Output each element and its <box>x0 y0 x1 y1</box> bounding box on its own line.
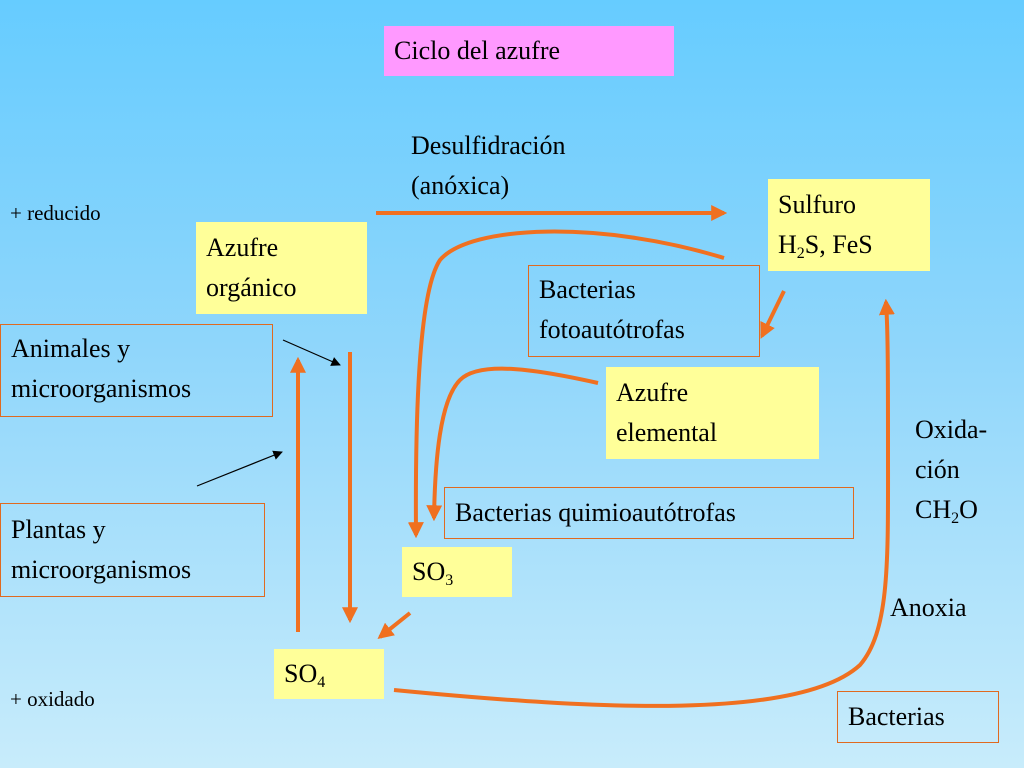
organism-bacteria: Bacterias <box>837 691 999 743</box>
axis-label-reduced: + reducido <box>10 201 101 225</box>
label-desulfidation: Desulfidración (anóxica) <box>411 131 566 200</box>
arrow-sulfide-to-so3 <box>407 229 725 539</box>
arrow-so4-to-sulfide <box>393 298 895 708</box>
organism-chemoautotrophs: Bacterias quimioautótrofas <box>444 487 854 539</box>
arrow-sulfide-to-elemental <box>760 290 786 339</box>
sulfide-formula: H2S, FeS <box>778 230 873 262</box>
label-oxidation: Oxida- ción CH2O <box>915 415 988 527</box>
organism-plants: Plantas y microorganismos <box>0 503 265 597</box>
arrow-plants-to-organic <box>196 450 283 487</box>
arrow-animals-to-organic <box>282 339 341 366</box>
axis-label-oxidized: + oxidado <box>10 687 95 711</box>
node-so4: SO4 <box>274 649 384 699</box>
node-organic-sulfur: Azufre orgánico <box>196 222 367 314</box>
organism-photoautotrophs: Bacterias fotoautótrofas <box>528 265 760 357</box>
node-so3: SO3 <box>402 547 512 597</box>
node-elemental-sulfur: Azufre elemental <box>606 367 819 459</box>
organism-animals: Animales y microorganismos <box>0 324 273 417</box>
page-title: Ciclo del azufre <box>384 26 674 76</box>
arrow-elemental-to-so3 <box>426 366 599 522</box>
node-sulfide: Sulfuro H2S, FeS <box>768 179 930 271</box>
label-anoxia: Anoxia <box>890 593 967 622</box>
arrow-so3-to-so4 <box>377 611 412 639</box>
